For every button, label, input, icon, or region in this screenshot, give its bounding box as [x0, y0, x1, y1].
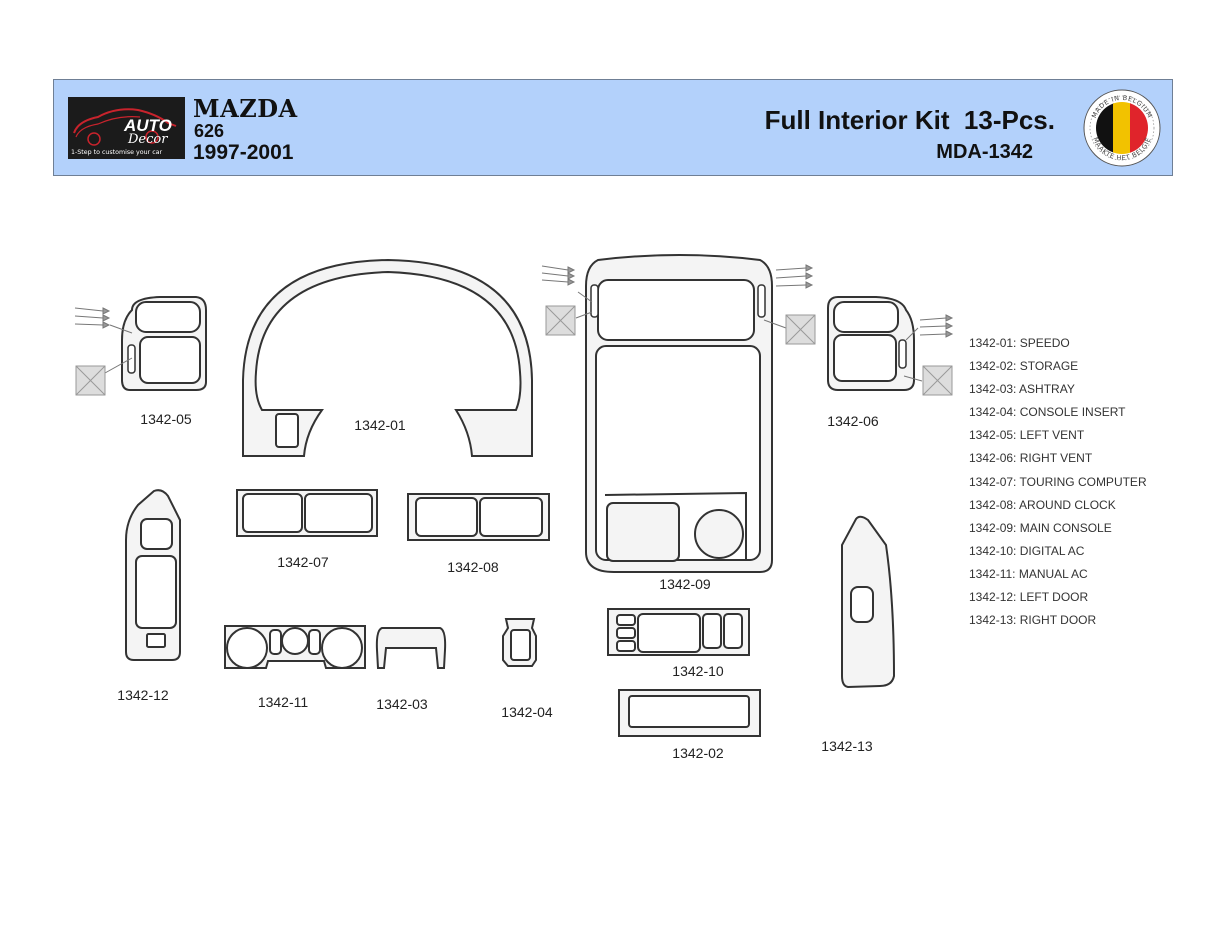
kit-code: MDA-1342 [936, 141, 1033, 163]
part-around-clock [407, 493, 550, 541]
label-1342-08: 1342-08 [447, 559, 499, 575]
logo-tagline: 1-Step to customise your car [71, 149, 163, 156]
vent-icon [922, 365, 953, 396]
logo-brand: AUTO [123, 116, 172, 135]
legend-item: 1342-06: RIGHT VENT [969, 451, 1093, 466]
kit-title: Full Interior Kit 13-Pcs. [764, 105, 1055, 135]
parts-legend: 1342-01: SPEEDO 1342-02: STORAGE 1342-03… [969, 335, 1147, 635]
part-manual-ac [224, 625, 366, 669]
label-1342-10: 1342-10 [672, 663, 724, 679]
logo-script: Decor [127, 132, 168, 147]
vent-icon [545, 305, 816, 345]
vehicle-years: 1997-2001 [193, 141, 294, 164]
label-1342-02: 1342-02 [672, 745, 724, 761]
legend-item: 1342-09: MAIN CONSOLE [969, 520, 1112, 535]
label-1342-07: 1342-07 [277, 554, 329, 570]
legend-item: 1342-12: LEFT DOOR [969, 590, 1089, 605]
label-1342-03: 1342-03 [376, 696, 428, 712]
label-1342-09: 1342-09 [659, 576, 711, 592]
part-speedo [242, 258, 533, 457]
legend-item: 1342-01: SPEEDO [969, 336, 1070, 350]
made-in-belgium-badge: MADE IN BELGIUM MAAKTE HET BELGIË [1082, 88, 1162, 168]
part-right-vent [827, 296, 954, 396]
label-1342-05: 1342-05 [140, 411, 192, 427]
label-1342-06: 1342-06 [827, 413, 879, 429]
part-left-door [125, 489, 181, 661]
auto-decor-logo: AUTO Decor 1-Step to customise your car [68, 97, 185, 159]
part-touring-computer [236, 489, 378, 537]
part-digital-ac [607, 608, 750, 656]
part-labels: 1342-05 1342-01 1342-06 1342-07 1342-08 … [117, 411, 879, 761]
belgium-flag-icon: MADE IN BELGIUM MAAKTE HET BELGIË [1083, 89, 1161, 167]
label-1342-13: 1342-13 [821, 738, 873, 754]
legend-item: 1342-07: TOURING COMPUTER [969, 474, 1147, 489]
car-logo-icon: AUTO Decor 1-Step to customise your car [68, 97, 185, 159]
legend-item: 1342-11: MANUAL AC [969, 566, 1088, 581]
part-ashtray [375, 627, 447, 669]
vehicle-model: 626 [194, 121, 225, 141]
legend-item: 1342-13: RIGHT DOOR [969, 613, 1097, 628]
part-main-console [541, 254, 816, 573]
label-1342-12: 1342-12 [117, 687, 169, 703]
label-1342-04: 1342-04 [501, 704, 553, 720]
label-1342-01: 1342-01 [354, 417, 406, 433]
part-right-door [841, 515, 896, 689]
legend-item: 1342-02: STORAGE [969, 359, 1079, 374]
legend-item: 1342-10: DIGITAL AC [969, 543, 1085, 558]
legend-item: 1342-04: CONSOLE INSERT [969, 405, 1126, 420]
legend-item: 1342-03: ASHTRAY [969, 382, 1075, 397]
part-storage [618, 689, 761, 737]
part-left-vent [74, 296, 207, 396]
legend-item: 1342-05: LEFT VENT [969, 428, 1085, 443]
legend-item: 1342-08: AROUND CLOCK [969, 497, 1116, 512]
header-banner: AUTO Decor 1-Step to customise your car … [53, 79, 1173, 176]
label-1342-11: 1342-11 [258, 694, 309, 710]
part-console-insert [502, 618, 537, 667]
vehicle-make: MAZDA [193, 94, 298, 123]
vent-icon [75, 365, 106, 396]
